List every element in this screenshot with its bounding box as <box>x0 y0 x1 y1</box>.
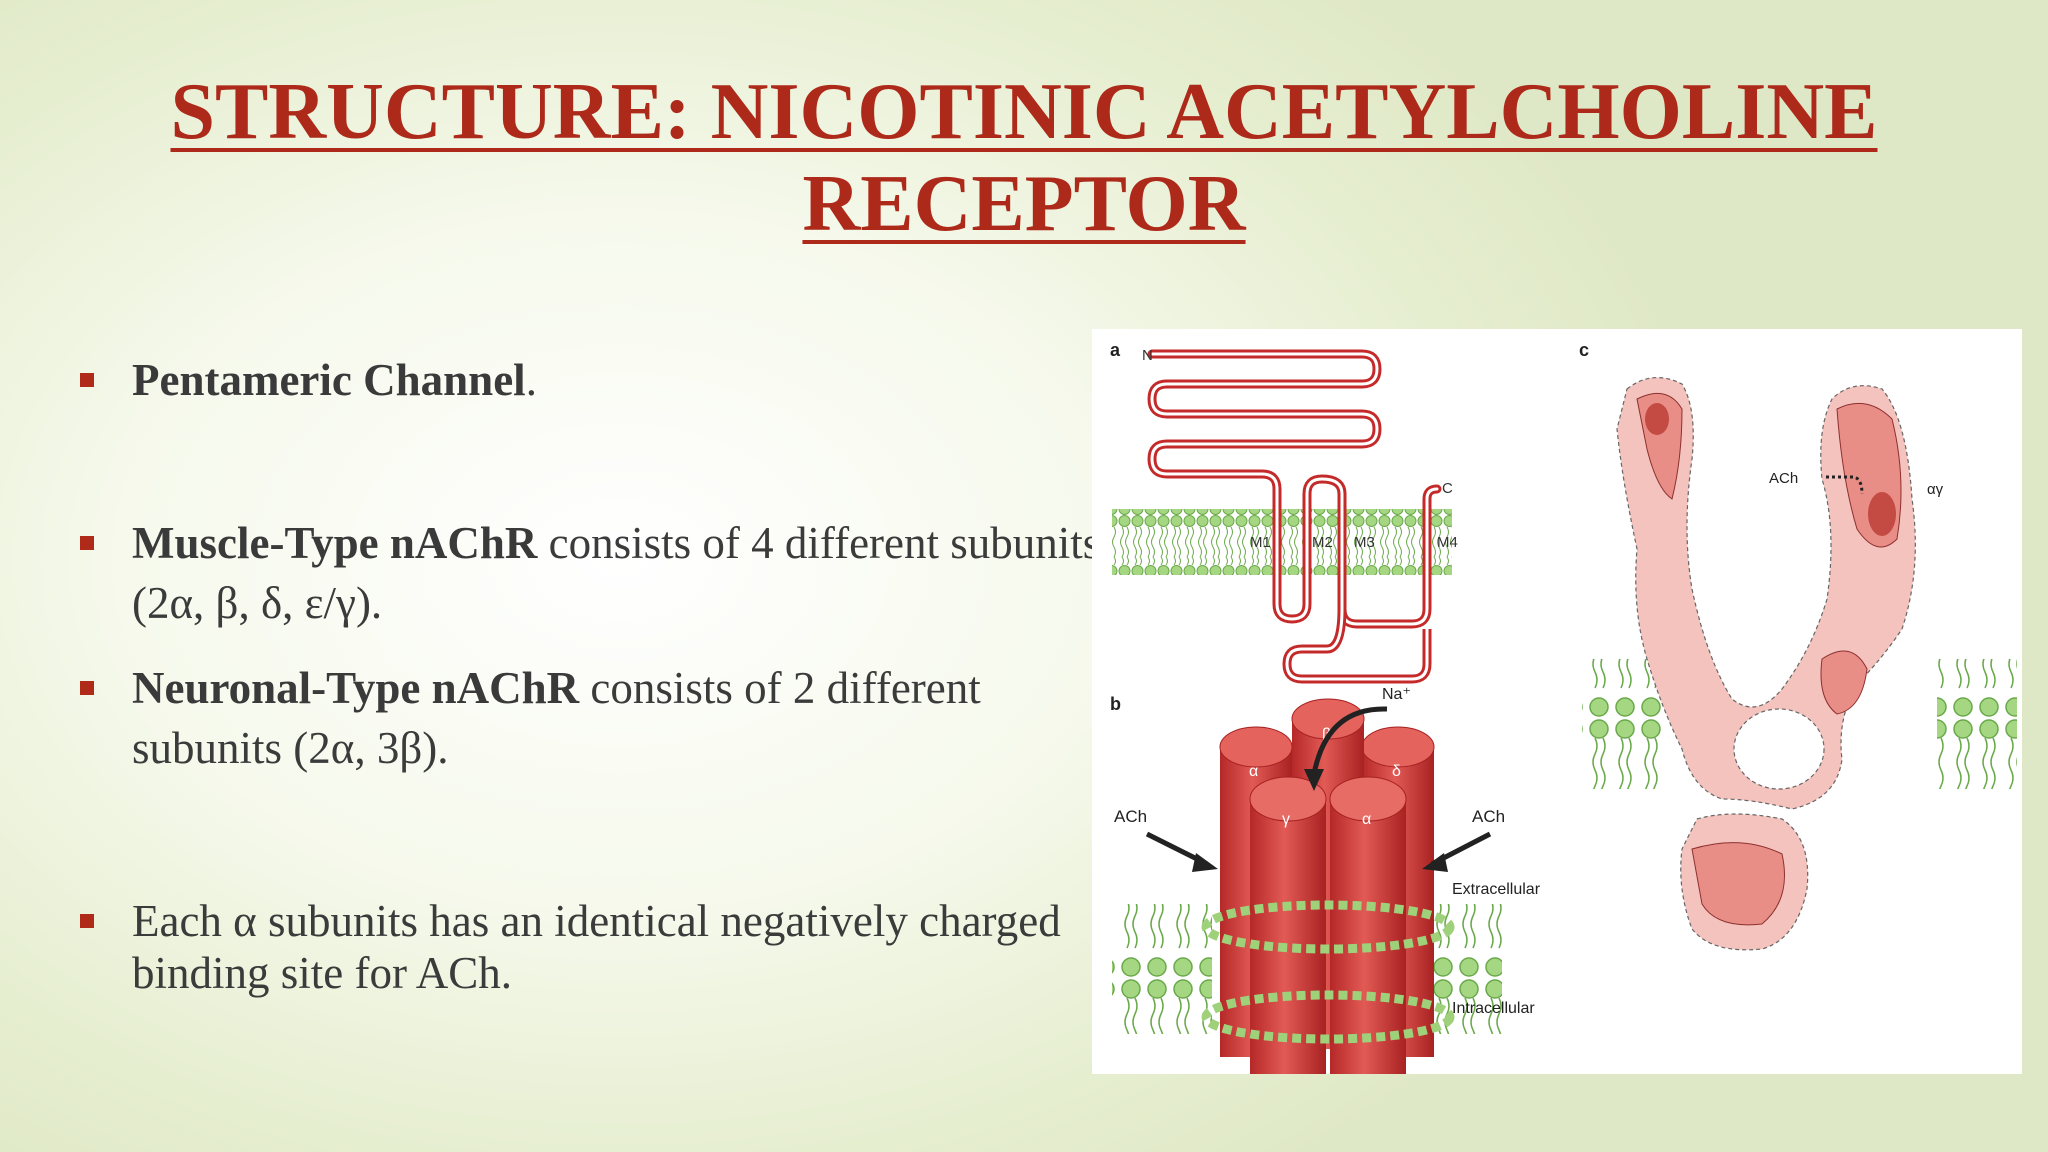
panel-c-alpha-gamma-label: αγ <box>1927 481 1944 498</box>
channel-lipid-belt-top <box>1201 900 1455 954</box>
bullet-2-text: consists of 4 different subunits (2α, β,… <box>132 518 1101 628</box>
title-line-2: RECEPTOR <box>802 160 1246 248</box>
title-line-1: STRUCTURE: NICOTINIC ACETYLCHOLINE <box>170 68 1878 156</box>
panel-a-chain-inner <box>1150 352 1439 626</box>
panel-a-n-terminus: N <box>1142 347 1153 364</box>
extracellular-label: Extracellular <box>1452 881 1541 898</box>
channel-lipid-belt-bottom <box>1201 990 1455 1044</box>
panel-a-chain-outline <box>1147 349 1442 629</box>
ion-label: Na⁺ <box>1382 686 1411 703</box>
panel-c-density-map: c ACh αγ <box>1579 340 2017 951</box>
panel-a-loop-inner <box>1285 608 1429 681</box>
bullet-1-text: . <box>525 355 537 405</box>
bullet-square-icon <box>80 373 94 387</box>
slide-title: STRUCTURE: NICOTINIC ACETYLCHOLINE RECEP… <box>0 66 2048 250</box>
panel-c-membrane-left <box>1582 659 1662 789</box>
panel-a-label: a <box>1110 340 1121 360</box>
panel-c-label: c <box>1579 340 1589 360</box>
cylinder-alpha-front-top <box>1329 776 1407 822</box>
subunit-gamma: γ <box>1282 811 1290 828</box>
density-peak-1 <box>1868 492 1896 536</box>
bullet-square-icon <box>80 681 94 695</box>
intracellular-label: Intracellular <box>1452 1000 1535 1017</box>
ion-flow-arrowhead <box>1304 769 1324 791</box>
panel-c-ach-label: ACh <box>1769 470 1798 487</box>
panel-a-m3: M3 <box>1354 534 1375 551</box>
panel-a-m4: M4 <box>1437 534 1458 551</box>
figure-svg: a N C M1 M2 M3 M4 b <box>1110 340 2017 1074</box>
bullet-1-bold: Pentameric Channel <box>132 355 526 405</box>
bullet-3-bold: Neuronal-Type nAChR <box>132 663 580 713</box>
panel-a-m1: M1 <box>1250 534 1271 551</box>
density-pore <box>1733 708 1825 790</box>
density-peak-2 <box>1645 403 1669 435</box>
density-core-4 <box>1820 650 1868 715</box>
ach-label-left: ACh <box>1114 807 1147 826</box>
subunit-alpha-back: α <box>1249 763 1258 780</box>
bullet-square-icon <box>80 536 94 550</box>
ach-arrow-right-head <box>1422 853 1448 872</box>
ion-flow-arrow <box>1311 706 1388 775</box>
panel-a-topology: a N C M1 M2 M3 M4 <box>1110 340 1458 684</box>
subunit-delta: δ <box>1392 763 1401 780</box>
panel-a-m2: M2 <box>1312 534 1333 551</box>
bullet-square-icon <box>80 914 94 928</box>
subunit-alpha-front: α <box>1362 811 1371 828</box>
cylinder-delta-top <box>1361 726 1435 768</box>
bullet-2-bold: Muscle-Type nAChR <box>132 518 538 568</box>
bullet-3-text: consists of 2 different subunits (2α, 3β… <box>132 663 981 773</box>
panel-b-label: b <box>1110 694 1121 714</box>
panel-c-membrane-right <box>1937 659 2017 789</box>
bullet-4-text: Each α subunits has an identical negativ… <box>132 896 1061 998</box>
nachr-structure-figure: a N C M1 M2 M3 M4 b <box>1092 329 2022 1074</box>
panel-b-membrane-right <box>1422 904 1502 1034</box>
panel-a-c-terminus: C <box>1442 480 1453 497</box>
density-core-3 <box>1691 842 1785 926</box>
ach-label-right: ACh <box>1472 807 1505 826</box>
cylinder-gamma-top <box>1249 776 1327 822</box>
cylinder-alpha-back-top <box>1219 726 1293 768</box>
panel-a-membrane <box>1112 509 1452 575</box>
cylinder-gamma <box>1250 799 1326 1074</box>
panel-b-pentamer: b α β δ γ α <box>1110 686 1541 1074</box>
ach-arrow-left-head <box>1192 853 1218 872</box>
panel-b-membrane-left <box>1112 904 1212 1034</box>
cylinder-alpha-front <box>1330 799 1406 1074</box>
